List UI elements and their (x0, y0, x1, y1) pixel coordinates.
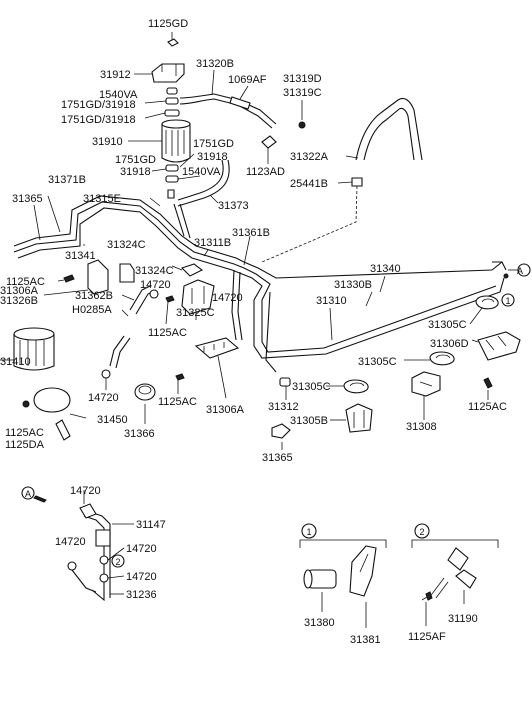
label-31324c-a: 31324C (107, 239, 146, 251)
label-31236: 31236 (126, 589, 157, 601)
label-14720-f: 14720 (126, 543, 157, 555)
label-31147: 31147 (136, 519, 166, 531)
label-1125ac-d: 1125AC (5, 427, 44, 439)
label-31310: 31310 (316, 295, 347, 307)
label-31325c: 31325C (176, 307, 215, 319)
label-31324c-b: 31324C (135, 265, 174, 277)
label-1751gd-b: 1751GD (193, 138, 234, 150)
right-lower-clips (271, 263, 531, 450)
detail-a (21, 486, 134, 602)
label-31341: 31341 (65, 250, 96, 262)
label-31305c-a: 31305C (428, 319, 467, 331)
label-31381: 31381 (350, 634, 381, 646)
label-31918-b: 31918 (197, 151, 228, 163)
detail-a-marker: A (25, 489, 31, 499)
label-31311b: 31311B (194, 237, 231, 249)
detail-2-marker: 2 (419, 527, 424, 537)
label-1125ac-a: 1125AC (6, 276, 45, 288)
label-1751gd-c: 1751GD (115, 154, 156, 166)
label-1540va-a: 1540VA (99, 89, 138, 101)
label-31308: 31308 (406, 421, 437, 433)
label-31320b: 31320B (196, 58, 234, 70)
label-31315e: 31315E (83, 193, 121, 205)
label-31361b: 31361B (232, 227, 270, 239)
label-31365-a: 31365 (12, 193, 43, 205)
label-31305b: 31305B (290, 415, 328, 427)
label-1125ac-b: 1125AC (148, 327, 187, 339)
label-31912: 31912 (100, 69, 131, 81)
label-31362b: 31362B (75, 290, 113, 302)
ref-1-marker: 1 (505, 296, 510, 306)
label-1751gd-31918-b: 1751GD/31918 (61, 114, 136, 126)
detail-1-and-2 (299, 523, 499, 628)
label-31322a: 31322A (290, 151, 329, 163)
label-1751gd-31918-a: 1751GD/31918 (61, 99, 136, 111)
inline-2-marker: 2 (115, 557, 120, 567)
label-1125ac-c: 1125AC (158, 396, 197, 408)
label-31366: 31366 (124, 428, 155, 440)
main-fuel-pipes (13, 195, 509, 373)
label-1125da: 1125DA (5, 439, 45, 451)
label-1123ad: 1123AD (246, 166, 285, 178)
label-31365-b: 31365 (262, 452, 293, 464)
label-14720-d: 14720 (70, 485, 101, 497)
label-31910: 31910 (92, 136, 123, 148)
label-31306a-a: 31306A (0, 285, 39, 297)
label-31380: 31380 (304, 617, 335, 629)
label-31319d: 31319D (283, 73, 322, 85)
label-1540va-b: 1540VA (182, 166, 221, 178)
fuel-filter-assembly (128, 32, 306, 207)
label-1069af: 1069AF (228, 74, 267, 86)
label-h0285a: H0285A (72, 304, 112, 316)
label-31305c-b: 31305C (358, 356, 397, 368)
label-31340: 31340 (370, 263, 401, 275)
label-31306d: 31306D (430, 338, 469, 350)
label-14720-a: 14720 (140, 279, 171, 291)
label-31306a-b: 31306A (206, 404, 245, 416)
ref-a-marker: A (517, 266, 523, 276)
label-1125gd: 1125GD (148, 18, 188, 30)
vapor-hose-31322a (261, 97, 423, 263)
label-31326b: 31326B (0, 295, 38, 307)
label-31371b: 31371B (48, 174, 86, 186)
label-14720-b: 14720 (212, 292, 243, 304)
label-1125ac-e: 1125AC (468, 401, 507, 413)
label-31319c: 31319C (283, 87, 322, 99)
label-31190: 31190 (448, 613, 478, 625)
label-31330b: 31330B (334, 279, 372, 291)
label-14720-c: 14720 (88, 392, 119, 404)
label-14720-e: 14720 (55, 536, 86, 548)
detail-1-marker: 1 (306, 527, 311, 537)
label-31305c-c: 31305C (292, 381, 331, 393)
label-31373: 31373 (218, 200, 249, 212)
label-31918-c: 31918 (120, 166, 151, 178)
label-31312: 31312 (268, 401, 299, 413)
label-31450: 31450 (97, 414, 128, 426)
label-31410: 31410 (0, 356, 31, 368)
part-number-labels: 1125GD 31912 31320B 1069AF 31319D 31319C… (0, 18, 523, 646)
label-1125af: 1125AF (408, 631, 446, 643)
label-25441b: 25441B (290, 178, 328, 190)
left-lower-parts (0, 259, 240, 441)
label-14720-g: 14720 (126, 571, 157, 583)
